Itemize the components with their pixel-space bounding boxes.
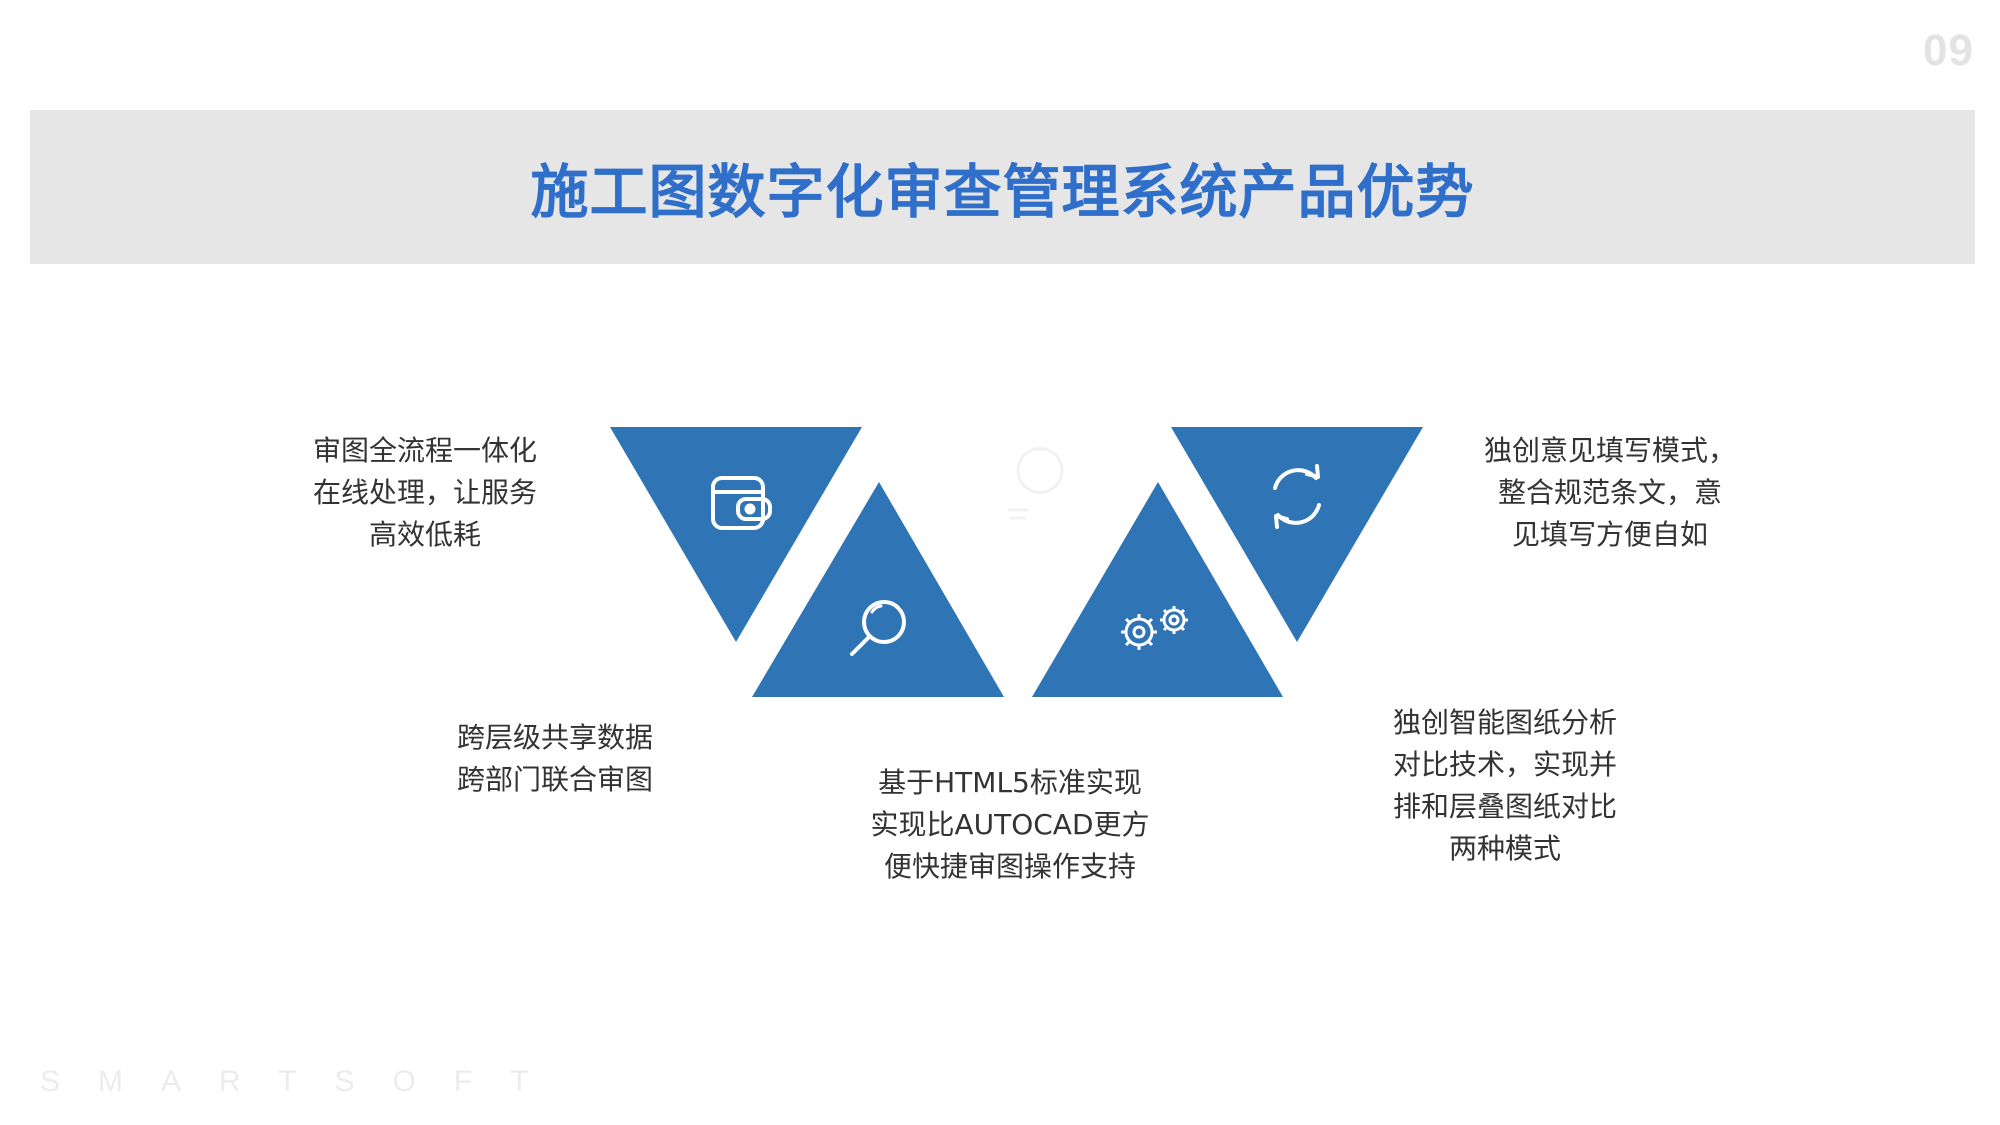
text-line: 实现比AUTOCAD更方: [870, 808, 1150, 841]
text-line: 整合规范条文，意: [1497, 476, 1722, 509]
text-line: 跨部门联合审图: [456, 763, 653, 796]
feature-description-5: 独创智能图纸分析 对比技术，实现并 排和层叠图纸对比 两种模式: [1380, 702, 1630, 870]
brand-watermark: SMARTSOFT: [40, 1065, 567, 1098]
triangle-down-1: [610, 427, 862, 642]
title-band: 施工图数字化审查管理系统产品优势: [30, 110, 1975, 264]
text-line: 审图全流程一体化: [312, 434, 537, 467]
gears-icon: [1121, 606, 1188, 650]
lightbulb-icon: [1008, 447, 1064, 520]
text-line: 排和层叠图纸对比: [1392, 790, 1617, 823]
text-line: 对比技术，实现并: [1392, 748, 1617, 781]
refresh-icon: [1273, 464, 1321, 529]
page-number: 09: [1923, 26, 1974, 75]
text-line: 独创智能图纸分析: [1392, 706, 1617, 739]
text-line: 跨层级共享数据: [456, 721, 653, 754]
text-line: 基于HTML5标准实现: [878, 766, 1142, 799]
feature-description-3: 基于HTML5标准实现 实现比AUTOCAD更方 便快捷审图操作支持: [860, 762, 1160, 888]
text-line: 见填写方便自如: [1511, 518, 1708, 551]
feature-description-4: 独创意见填写模式， 整合规范条文，意 见填写方便自如: [1480, 430, 1740, 556]
text-line: 两种模式: [1448, 832, 1561, 865]
triangle-up-1: [752, 482, 1004, 697]
text-line: 独创意见填写模式，: [1483, 434, 1736, 467]
text-line: 高效低耗: [368, 518, 481, 551]
text-line: 便快捷审图操作支持: [883, 850, 1136, 883]
triangle-up-2: [1032, 482, 1283, 697]
feature-description-2: 跨层级共享数据 跨部门联合审图: [430, 717, 680, 801]
magnifier-icon: [850, 600, 906, 656]
feature-description-1: 审图全流程一体化 在线处理，让服务 高效低耗: [300, 430, 550, 556]
wallet-icon: [711, 476, 772, 530]
triangle-down-2: [1171, 427, 1423, 642]
text-line: 在线处理，让服务: [312, 476, 537, 509]
slide-title: 施工图数字化审查管理系统产品优势: [530, 158, 1475, 226]
